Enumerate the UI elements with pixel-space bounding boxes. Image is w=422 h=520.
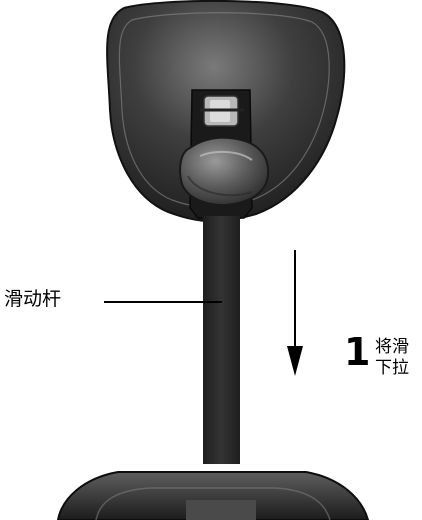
step-number: 1 xyxy=(344,330,371,374)
slide-rod-label: 滑动杆 xyxy=(4,288,62,310)
step-instruction-line-1: 将滑 xyxy=(375,337,409,357)
slide-rod xyxy=(203,216,240,464)
step-instruction: 将滑 下拉 xyxy=(375,337,422,379)
step-instruction-line-2: 下拉 xyxy=(375,358,409,378)
down-arrow-icon xyxy=(287,250,303,376)
adjustment-knob xyxy=(179,136,270,206)
seat-back xyxy=(56,471,370,520)
